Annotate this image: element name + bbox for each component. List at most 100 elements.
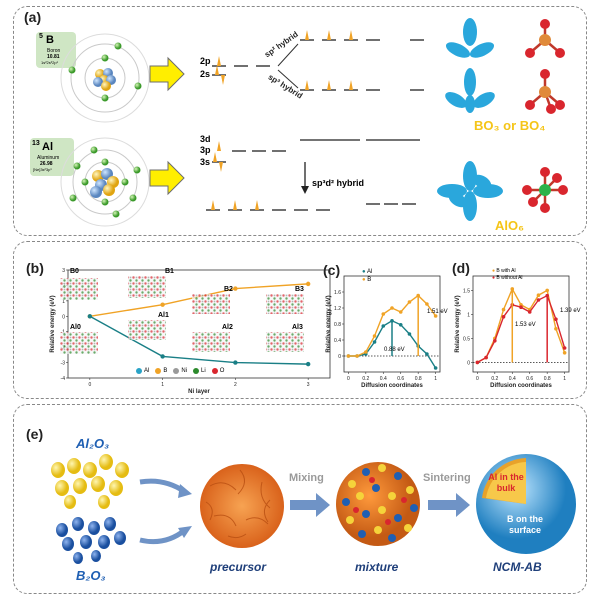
legend-li: Li	[193, 368, 206, 374]
data-point	[160, 302, 165, 307]
legend-c-b: ● B	[362, 277, 372, 283]
y-tick-label: 0	[62, 314, 65, 320]
plot-frame	[67, 269, 331, 379]
structure-label-b0: B0	[70, 268, 79, 275]
data-point	[381, 324, 386, 328]
annotation-d-with-al: 1.53 eV	[515, 322, 536, 328]
step-precursor-label: precursor	[210, 560, 267, 574]
sintering-label: Sintering	[423, 472, 471, 484]
legend-b-text: B	[163, 368, 168, 374]
legend-b: B	[155, 368, 167, 374]
ncm-ab-particle	[476, 454, 576, 554]
boron-symbol: B	[46, 34, 54, 46]
boron-atomic-number: 5	[39, 33, 43, 40]
y-tick-label: 0	[338, 354, 341, 360]
x-tick-label: 0.8	[415, 376, 422, 382]
data-point	[501, 307, 506, 312]
data-point	[407, 332, 412, 336]
data-point	[305, 281, 311, 287]
data-point	[475, 360, 480, 365]
data-point	[390, 306, 394, 310]
data-point	[346, 354, 351, 358]
data-point	[493, 339, 497, 343]
data-point	[433, 314, 438, 318]
structure-label-b2: B2	[224, 286, 233, 293]
bo3-molecule	[525, 19, 565, 58]
aluminum-config: [Ne]3s²3p¹	[33, 167, 52, 172]
boron-mass: 10.81	[47, 54, 60, 60]
sp3-orbital-shape	[445, 68, 495, 113]
data-point	[233, 286, 238, 291]
data-point	[527, 310, 532, 314]
x-tick-label: 0	[476, 376, 479, 382]
y-tick-label: 1.5	[463, 288, 470, 294]
annotation-c-al: 0.88 eV	[384, 347, 405, 353]
data-point	[233, 360, 238, 365]
b2o3-particles	[56, 517, 126, 564]
aluminum-element-card	[30, 138, 74, 176]
legend-ni-text: Ni	[181, 368, 188, 374]
y-tick-label: 0.4	[334, 338, 341, 344]
structure-label-al1: Al1	[158, 312, 169, 319]
boron-name: Boron	[47, 48, 61, 54]
annotation-d-without-al: 1.39 eV	[560, 308, 581, 314]
x-tick-label: 0.4	[380, 376, 387, 382]
aluminum-name: Aluminum	[37, 155, 60, 161]
aluminum-process-arrow	[149, 160, 185, 196]
al2o3-label: Al₂O₃	[76, 436, 110, 451]
data-point	[484, 355, 488, 360]
x-tick-label: 0.2	[491, 376, 498, 382]
mixing-label: Mixing	[289, 472, 324, 484]
y-tick-label: 0.8	[334, 322, 341, 328]
legend-d-with-al-text: B with Al	[496, 268, 516, 274]
data-point	[554, 327, 558, 331]
panel-a-graphics	[60, 18, 568, 227]
alo6-molecule	[522, 167, 568, 213]
panel-e	[13, 404, 587, 594]
aluminum-level-3s: 3s	[200, 157, 211, 167]
chart-d-legend: ● B with Al ● B without Al	[492, 268, 523, 282]
aluminum-level-3d: 3d	[200, 134, 211, 144]
boron-atom-model	[60, 33, 150, 123]
data-point	[364, 350, 368, 354]
data-point	[562, 346, 567, 350]
legend-o-dot	[211, 368, 218, 374]
legend-c-al: ● Al	[362, 269, 373, 275]
y-tick-label: 1.2	[334, 306, 341, 312]
annotation-c-b: 1.51 eV	[427, 309, 448, 315]
data-point	[425, 352, 429, 356]
legend-li-text: Li	[201, 368, 206, 374]
y-tick-label: 0	[467, 360, 470, 366]
bo4-molecule	[525, 69, 565, 114]
data-point	[87, 314, 93, 319]
data-point	[536, 293, 541, 297]
legend-ni: Ni	[173, 368, 187, 374]
legend-d-without-al-text: B without Al	[496, 275, 523, 281]
x-tick-label: 0.2	[362, 376, 369, 382]
structure-label-al0: Al0	[70, 324, 81, 331]
x-tick-label: 2	[234, 382, 237, 388]
legend-al-text: Al	[144, 368, 150, 374]
aluminum-product-label: AlO₆	[495, 218, 525, 233]
electron-arrows-aluminum	[211, 141, 259, 210]
y-axis-label: Relative energy (eV)	[50, 295, 56, 352]
sp2-orbital-shape	[445, 18, 495, 58]
mixing-arrow	[290, 493, 330, 517]
panel-e-label: (e)	[26, 426, 44, 442]
x-tick-label: 1	[434, 376, 437, 382]
data-point	[372, 340, 377, 344]
aluminum-symbol: Al	[42, 141, 53, 153]
legend-o: O	[211, 368, 224, 374]
data-point	[433, 366, 438, 370]
data-point	[390, 319, 394, 323]
aluminum-level-3p: 3p	[200, 145, 211, 155]
y-tick-label: -3	[61, 361, 66, 367]
y-tick-label: 1	[467, 312, 470, 318]
data-point	[305, 361, 311, 367]
data-point	[398, 310, 403, 314]
structure-label-al3: Al3	[292, 324, 303, 331]
data-point	[407, 300, 412, 304]
